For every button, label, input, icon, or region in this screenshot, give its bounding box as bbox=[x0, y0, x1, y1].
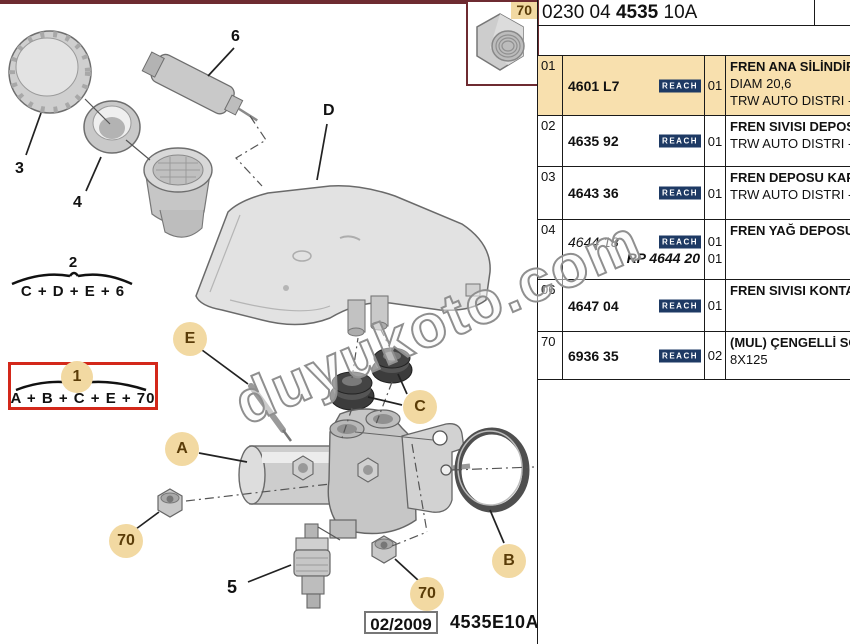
table-row-06[interactable]: 06 4647 04 REACH 01 FREN SIVISI KONTA bbox=[538, 280, 850, 332]
group-1-number[interactable]: 1 bbox=[61, 361, 93, 393]
revision-date: 02/2009 bbox=[364, 611, 438, 634]
qty-cell: 02 bbox=[705, 332, 726, 379]
part-cell: 4647 04 REACH bbox=[563, 280, 705, 331]
ref-cell: 70 bbox=[538, 332, 563, 379]
part-master-cylinder bbox=[238, 408, 417, 539]
part-nut-bottom bbox=[371, 535, 397, 564]
leader-lines bbox=[25, 47, 505, 583]
part-snap-ring bbox=[454, 427, 530, 513]
desc-cell: FREN SIVISI DEPOS TRW AUTO DISTRI - bbox=[730, 119, 850, 151]
reach-badge[interactable]: REACH bbox=[659, 349, 701, 362]
header-code-prefix: 0230 04 bbox=[542, 2, 611, 23]
desc-cell: FREN ANA SİLİNDİR DIAM 20,6 TRW AUTO DIS… bbox=[730, 59, 850, 108]
part-pin bbox=[248, 383, 293, 442]
group-2: 2 C + D + E + 6 bbox=[8, 254, 138, 300]
table-row-70[interactable]: 70 6936 35 REACH 02 (MUL) ÇENGELLİ SO 8X… bbox=[538, 332, 850, 380]
ref-cell: 03 bbox=[538, 167, 563, 219]
part-number[interactable]: 4601 L7 bbox=[568, 77, 620, 94]
table-row-03[interactable]: 03 4643 36 REACH 01 FREN DEPOSU KAPA TRW… bbox=[538, 167, 850, 220]
label-6: 6 bbox=[231, 28, 240, 45]
reach-badge[interactable]: REACH bbox=[659, 299, 701, 312]
label-3: 3 bbox=[15, 160, 24, 177]
header-divider bbox=[814, 0, 815, 26]
callout-70-bottom[interactable]: 70 bbox=[410, 577, 444, 611]
exploded-diagram bbox=[8, 30, 535, 609]
nut-image bbox=[476, 13, 525, 71]
part-fluid-switch bbox=[293, 523, 331, 609]
construction-lines bbox=[84, 98, 535, 547]
qty-cell: 01 bbox=[705, 167, 726, 219]
callout-E[interactable]: E bbox=[173, 322, 207, 356]
label-5: 5 bbox=[227, 577, 238, 597]
part-reservoir-tank bbox=[195, 184, 491, 337]
nut-thumbnail-box[interactable]: 70 bbox=[466, 0, 539, 86]
callout-C[interactable]: C bbox=[403, 390, 437, 424]
table-header: 0230 04 4535 10A bbox=[538, 0, 850, 26]
table-row-01[interactable]: 01 4601 L7 REACH 01 FREN ANA SİLİNDİR DI… bbox=[538, 56, 850, 116]
callout-B[interactable]: B bbox=[492, 544, 526, 578]
parts-table: 0230 04 4535 10A 01 4601 L7 REACH 01 FRE… bbox=[537, 0, 850, 644]
part-cell: 4635 92 REACH bbox=[563, 116, 705, 166]
group-2-number: 2 bbox=[68, 254, 78, 271]
part-filler-strainer bbox=[143, 147, 213, 238]
part-cell: 4643 36 REACH bbox=[563, 167, 705, 219]
desc-cell: (MUL) ÇENGELLİ SO 8X125 bbox=[730, 335, 850, 367]
qty-cell: 01 bbox=[705, 116, 726, 166]
qty-cell: 01 bbox=[705, 280, 726, 331]
desc-cell: FREN DEPOSU KAPA TRW AUTO DISTRI - bbox=[730, 170, 850, 202]
part-number[interactable]: 4647 04 bbox=[568, 297, 619, 314]
callout-A[interactable]: A bbox=[165, 432, 199, 466]
table-rows: 01 4601 L7 REACH 01 FREN ANA SİLİNDİR DI… bbox=[538, 55, 850, 380]
part-number[interactable]: 6936 35 bbox=[568, 347, 619, 364]
table-row-04[interactable]: 04 4644 18 RP 4644 20 REACH 01 01 FREN Y… bbox=[538, 220, 850, 280]
desc-cell: FREN YAĞ DEPOSU bbox=[730, 223, 850, 238]
group-1-formula: A + B + C + E + 70 bbox=[10, 390, 156, 407]
part-mounting-bracket bbox=[354, 423, 471, 513]
reach-badge[interactable]: REACH bbox=[659, 134, 701, 148]
qty-cell: 01 bbox=[705, 56, 726, 115]
header-code-main: 4535 bbox=[615, 2, 659, 23]
label-4: 4 bbox=[73, 194, 82, 211]
callout-70-left[interactable]: 70 bbox=[109, 524, 143, 558]
part-number-superseded[interactable]: 4644 18 bbox=[568, 233, 619, 250]
header-code-suffix: 10A bbox=[663, 2, 698, 23]
reach-badge[interactable]: REACH bbox=[659, 79, 701, 92]
nut-thumbnail-label: 70 bbox=[511, 2, 537, 19]
group-2-formula: C + D + E + 6 bbox=[20, 283, 126, 300]
part-number[interactable]: 4635 92 bbox=[568, 133, 619, 149]
part-cell: 6936 35 REACH bbox=[563, 332, 705, 379]
label-D: D bbox=[323, 102, 335, 119]
part-number-replacement[interactable]: RP 4644 20 bbox=[626, 249, 700, 266]
ref-cell: 01 bbox=[538, 56, 563, 115]
qty-cell: 01 01 bbox=[705, 220, 726, 279]
part-level-sensor bbox=[141, 51, 258, 122]
table-row-02[interactable]: 02 4635 92 REACH 01 FREN SIVISI DEPOS TR… bbox=[538, 116, 850, 167]
desc-cell: FREN SIVISI KONTA bbox=[730, 283, 850, 298]
part-number[interactable]: 4643 36 bbox=[568, 185, 619, 201]
ref-cell: 02 bbox=[538, 116, 563, 166]
ref-cell: 06 bbox=[538, 280, 563, 331]
sheet-code: 4535E10A bbox=[450, 612, 540, 632]
part-cell: 4644 18 RP 4644 20 REACH bbox=[563, 220, 705, 279]
ref-cell: 04 bbox=[538, 220, 563, 279]
part-nut-left bbox=[157, 488, 183, 518]
part-cell: 4601 L7 REACH bbox=[563, 56, 705, 115]
part-reservoir-cap bbox=[8, 30, 92, 114]
top-divider-line bbox=[0, 0, 466, 4]
reach-badge[interactable]: REACH bbox=[659, 186, 701, 200]
reach-badge[interactable]: REACH bbox=[659, 235, 701, 249]
